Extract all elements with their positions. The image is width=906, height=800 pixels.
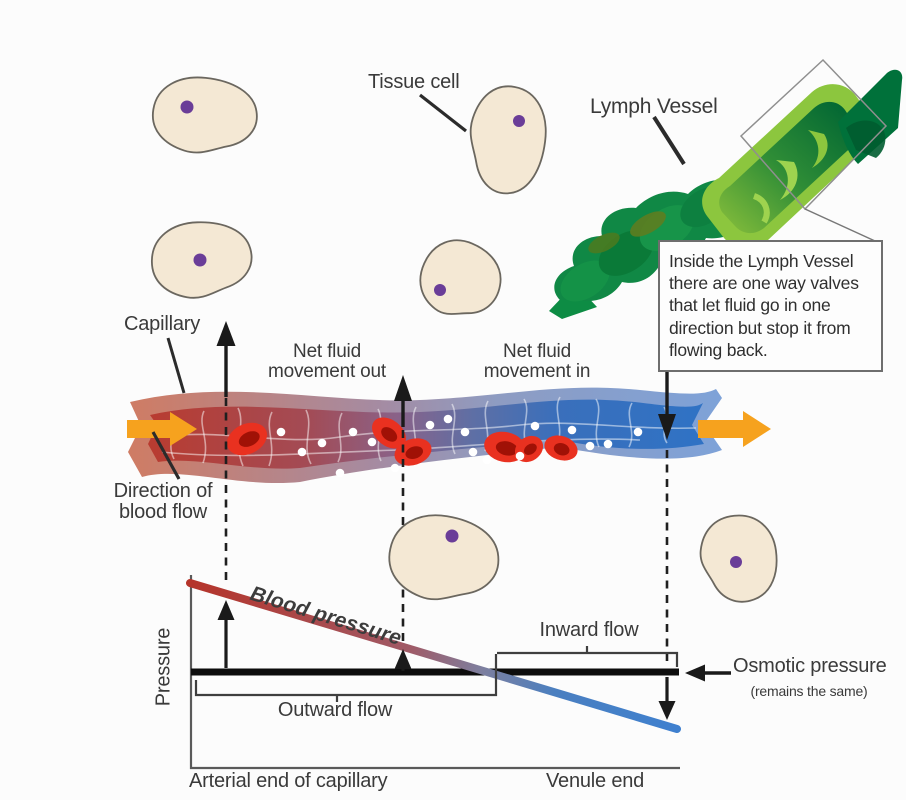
net-fluid-out-label: Net fluid movement out: [268, 341, 386, 383]
net-fluid-in-label: Net fluid movement in: [483, 341, 591, 383]
x-axis-venule-label: Venule end: [546, 770, 645, 792]
blood-flow-in-arrow: [127, 412, 197, 446]
capillary-vessel: [127, 387, 771, 484]
capillary-label: Capillary: [124, 313, 201, 335]
blood-pressure-line: [186, 579, 681, 733]
x-axis-arterial-label: Arterial end of capillary: [189, 770, 388, 792]
lymph-vessel-label: Lymph Vessel: [590, 95, 718, 118]
lymph-valve-flap: [776, 160, 798, 200]
direction-of-blood-flow-label: Direction of blood flow: [113, 480, 213, 524]
inward-flow-label: Inward flow: [539, 619, 639, 641]
lymph-valve-info-box: Inside the Lymph Vessel there are one wa…: [658, 240, 883, 373]
lymph-vessel: [549, 69, 903, 319]
capillary-lumen: [148, 399, 704, 469]
graph-axes: [189, 575, 680, 770]
tissue-cell-label: Tissue cell: [368, 71, 460, 93]
red-blood-cells: [226, 417, 578, 466]
label-leader-lines: [151, 93, 686, 480]
fluid-particles: [276, 414, 643, 478]
osmotic-pressure-label: Osmotic pressure: [733, 655, 887, 677]
tissue-cells: [148, 73, 785, 609]
cell-nuclei: [180, 100, 742, 568]
pressure-graph: [186, 575, 731, 770]
blood-flow-out-arrow: [698, 411, 771, 447]
infobox-leader-line: [804, 208, 876, 242]
graph-y-axis-label: Pressure: [152, 627, 175, 707]
outward-flow-label: Outward flow: [277, 699, 393, 721]
lymph-valve-flap: [808, 130, 828, 168]
osmotic-pressure-note: (remains the same): [750, 683, 868, 699]
fluid-movement-arrows: [216, 321, 676, 440]
graph-brackets: [194, 646, 679, 702]
graph-pressure-difference-arrows: [217, 600, 731, 720]
